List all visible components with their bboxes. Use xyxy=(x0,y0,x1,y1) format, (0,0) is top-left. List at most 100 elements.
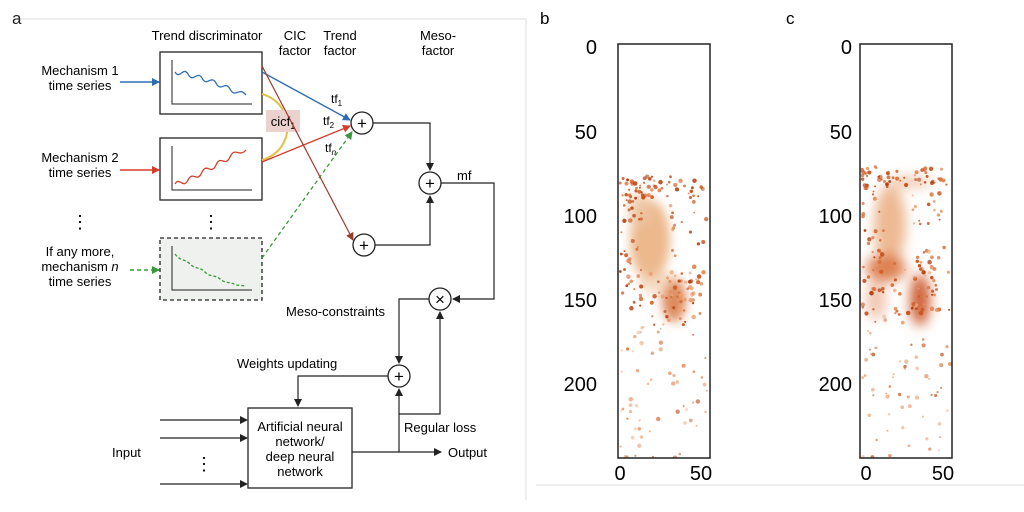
density-dot xyxy=(926,222,930,225)
vdots-middle: ⋮ xyxy=(202,212,220,232)
density-dot xyxy=(877,288,882,293)
density-dot xyxy=(696,274,702,279)
density-dot xyxy=(629,279,634,284)
density-dot xyxy=(704,216,709,222)
density-dot xyxy=(666,183,669,186)
connector-sum2-to-meso xyxy=(375,195,434,246)
density-dot xyxy=(921,343,926,348)
density-dot xyxy=(640,193,645,197)
density-dot xyxy=(642,181,646,184)
density-dot xyxy=(926,202,931,207)
mech1-label-line1: Mechanism 1 xyxy=(41,63,118,78)
density-dot xyxy=(869,353,872,355)
density-dot xyxy=(686,500,690,504)
density-dot xyxy=(627,282,631,285)
product-node: × xyxy=(428,287,452,311)
density-field-c xyxy=(860,165,952,496)
density-dot xyxy=(907,404,912,409)
density-dot xyxy=(678,178,683,183)
density-dot xyxy=(624,253,628,258)
density-dot xyxy=(671,293,674,297)
density-dot xyxy=(939,436,942,439)
density-dot xyxy=(907,492,911,496)
density-dot xyxy=(931,459,933,461)
density-dot xyxy=(872,196,877,201)
density-dot xyxy=(897,312,901,316)
density-dot xyxy=(633,427,637,431)
sum-node-loss: + xyxy=(387,364,411,388)
panel-b-letter: b xyxy=(540,9,549,28)
density-dot xyxy=(625,284,629,288)
density-dot xyxy=(872,308,875,311)
declining-series-line xyxy=(174,70,247,96)
sum-node-meso: + xyxy=(418,171,442,195)
density-dot xyxy=(635,186,638,190)
y-tick-label-b-0: 0 xyxy=(586,37,597,59)
weights-updating-label: Weights updating xyxy=(237,356,337,371)
flat-series-line xyxy=(174,253,247,287)
density-dot xyxy=(945,183,948,186)
density-dot xyxy=(936,213,941,217)
density-dot xyxy=(705,389,708,392)
density-dot xyxy=(691,200,696,204)
density-dot xyxy=(920,307,925,312)
density-dot xyxy=(932,278,936,283)
density-dot xyxy=(686,287,690,291)
density-dot xyxy=(936,256,941,260)
density-field-b xyxy=(618,174,709,504)
density-dot xyxy=(645,174,650,179)
density-dot xyxy=(696,280,701,285)
density-dot xyxy=(678,293,684,298)
density-dot xyxy=(634,196,637,200)
density-dot xyxy=(682,309,686,312)
density-dot xyxy=(627,199,632,204)
density-dot xyxy=(626,274,631,279)
x-tick-label-b-50: 50 xyxy=(690,463,712,485)
density-dot xyxy=(627,208,631,212)
density-dot xyxy=(637,427,642,431)
density-dot xyxy=(680,272,684,275)
density-dot xyxy=(665,315,669,319)
density-dot xyxy=(630,238,635,244)
density-dot xyxy=(930,393,933,397)
density-dot xyxy=(688,298,693,303)
density-dot xyxy=(640,211,643,215)
header-trend-line1: Trend xyxy=(323,28,356,43)
connector-mf-to-product xyxy=(441,182,495,303)
density-dot xyxy=(636,245,639,248)
output-label: Output xyxy=(448,445,487,460)
density-dot xyxy=(633,288,636,291)
density-dots-c xyxy=(860,165,952,496)
density-dot xyxy=(630,486,632,488)
density-dot xyxy=(871,352,876,357)
density-dot xyxy=(937,177,940,180)
density-dot xyxy=(671,211,674,215)
density-dot xyxy=(913,205,917,209)
density-dot xyxy=(623,454,628,458)
density-dot xyxy=(692,194,695,198)
panel-c-density-map: c 0 50 100 150 200 0 50 xyxy=(780,0,1024,507)
header-trend-line2: factor xyxy=(324,43,357,58)
vdots-left: ⋮ xyxy=(71,212,89,232)
density-dot xyxy=(891,176,895,180)
density-dot xyxy=(898,292,902,296)
regular-loss-label: Regular loss xyxy=(404,420,477,435)
density-dot xyxy=(693,211,696,214)
density-dot xyxy=(635,368,640,373)
mf-label: mf xyxy=(457,168,472,183)
density-dot xyxy=(860,177,865,181)
density-dot xyxy=(691,291,696,296)
density-dot xyxy=(692,499,694,501)
density-dot xyxy=(874,185,877,188)
density-dot xyxy=(629,306,634,311)
density-dot xyxy=(680,220,683,224)
density-dot xyxy=(620,409,623,412)
density-dot xyxy=(650,195,654,199)
density-dot xyxy=(669,175,672,179)
density-dot xyxy=(920,168,924,172)
density-dot xyxy=(651,315,654,318)
density-dot xyxy=(861,201,865,205)
density-dot xyxy=(924,274,927,277)
density-dot xyxy=(676,295,679,298)
density-dot xyxy=(871,235,875,240)
